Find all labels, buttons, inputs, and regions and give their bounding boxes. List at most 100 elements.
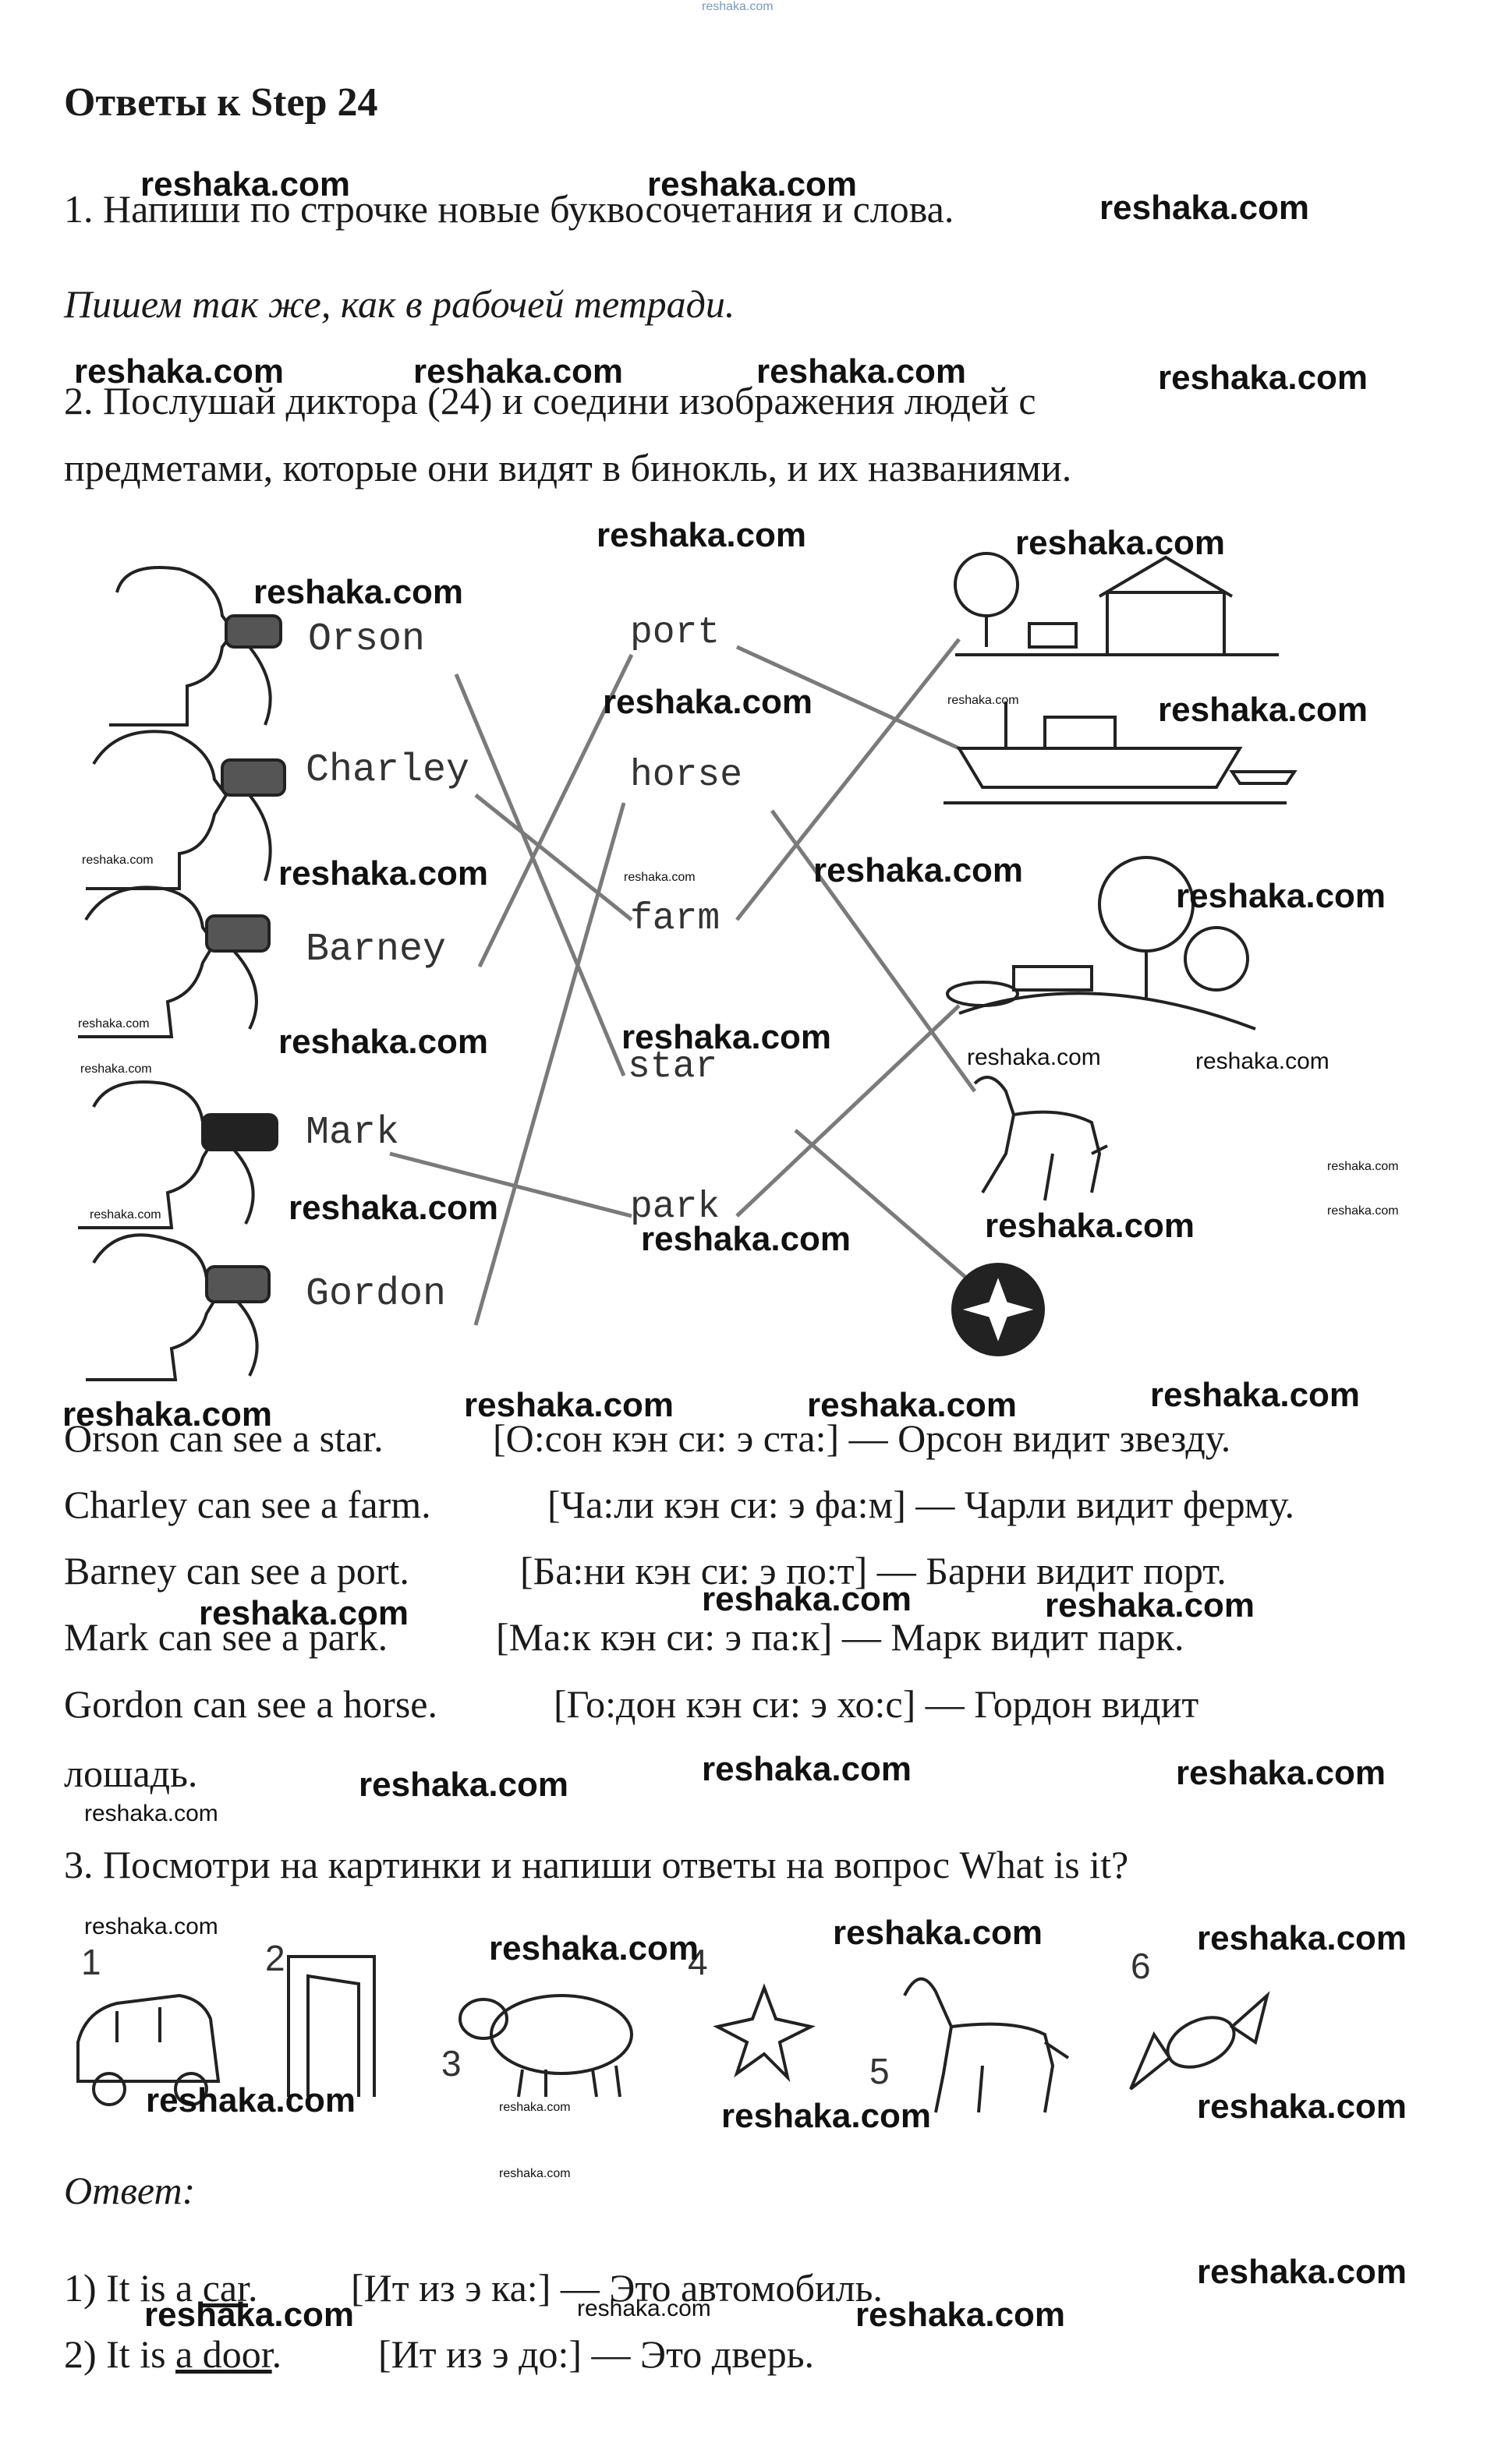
task3-text: 3. Посмотри на картинки и напиши ответы … bbox=[64, 1843, 1129, 1886]
line-star-starpic bbox=[794, 1129, 968, 1280]
answer-ru-5: [Го:дон кэн си: э хо:с] — Гордон видит bbox=[554, 1682, 1199, 1726]
watermark: reshaka.com bbox=[702, 1580, 912, 1618]
watermark: reshaka.com bbox=[647, 165, 858, 203]
name-orson: Orson bbox=[308, 617, 426, 662]
watermark: reshaka.com bbox=[278, 1023, 489, 1061]
watermark-small: reshaka.com bbox=[80, 1062, 152, 1076]
object-pictures bbox=[944, 552, 1298, 1356]
watermark: reshaka.com bbox=[756, 352, 967, 391]
name-barney: Barney bbox=[306, 928, 447, 972]
candy-icon bbox=[1129, 1991, 1270, 2091]
picture-number-4: 4 bbox=[688, 1942, 708, 1982]
task3-answer-1-ru: [Ит из э ка:] — Это автомобиль. bbox=[351, 2266, 883, 2310]
line-barney-port bbox=[477, 653, 634, 968]
watermark-small: reshaka.com bbox=[1195, 1048, 1329, 1074]
watermark-small: reshaka.com bbox=[78, 1017, 150, 1030]
picture-number-5: 5 bbox=[869, 2051, 890, 2091]
person-orson-picture bbox=[109, 566, 282, 726]
task3-pictures bbox=[76, 1955, 1270, 2113]
person-gordon-picture bbox=[86, 1233, 271, 1381]
word-port: port bbox=[630, 612, 720, 654]
watermark: reshaka.com bbox=[1197, 1919, 1407, 1957]
word-park: park bbox=[630, 1186, 720, 1228]
line-charley-farm bbox=[474, 794, 633, 921]
watermark: reshaka.com bbox=[464, 1386, 674, 1424]
ship-picture bbox=[944, 702, 1298, 804]
watermark-small: reshaka.com bbox=[84, 1801, 218, 1826]
watermark: reshaka.com bbox=[855, 2296, 1066, 2334]
horse-icon bbox=[903, 1977, 1070, 2113]
watermark: reshaka.com bbox=[1158, 691, 1368, 729]
watermark: reshaka.com bbox=[489, 1929, 699, 1967]
word-star: star bbox=[628, 1046, 718, 1088]
watermark: reshaka.com bbox=[146, 2081, 356, 2119]
line-orson-star bbox=[454, 673, 626, 1076]
answer-en-5: Gordon can see a horse. bbox=[64, 1682, 437, 1726]
watermark: reshaka.com bbox=[985, 1207, 1195, 1245]
answer-en-4: Mark can see a park. bbox=[64, 1615, 388, 1659]
people-pictures bbox=[78, 566, 286, 1381]
watermark-small: reshaka.com bbox=[82, 854, 154, 867]
name-gordon: Gordon bbox=[306, 1272, 447, 1317]
watermark-small: reshaka.com bbox=[1327, 1160, 1399, 1173]
star-picture bbox=[951, 1263, 1045, 1356]
watermark: reshaka.com bbox=[1015, 524, 1226, 562]
watermark: reshaka.com bbox=[253, 573, 464, 611]
door-icon bbox=[287, 1955, 376, 2097]
watermark: reshaka.com bbox=[1045, 1586, 1255, 1624]
sheep-icon bbox=[458, 1994, 633, 2098]
watermark: reshaka.com bbox=[641, 1220, 851, 1258]
task2-line1: 2. Послушай диктора (24) и соедини изобр… bbox=[64, 379, 1036, 422]
task3-answer-label: Ответ: bbox=[64, 2169, 196, 2212]
watermark: reshaka.com bbox=[1176, 1754, 1386, 1792]
watermark-small: reshaka.com bbox=[499, 2167, 571, 2180]
watermark: reshaka.com bbox=[278, 854, 489, 893]
task3-answer-2: 2) It is a door. bbox=[64, 2332, 282, 2376]
task3-answer-2-ru: [Ит из э до:] — Это дверь. bbox=[378, 2332, 815, 2376]
answer-last-line: лошадь. bbox=[64, 1752, 198, 1795]
farm-picture bbox=[954, 552, 1279, 656]
watermark: reshaka.com bbox=[1099, 189, 1310, 227]
task1-text: 1. Напиши по строчке новые буквосочетани… bbox=[64, 187, 954, 231]
watermark: reshaka.com bbox=[1150, 1376, 1361, 1414]
watermark: reshaka.com bbox=[199, 1594, 409, 1632]
answer-ru-2: [Ча:ли кэн си: э фа:м] — Чарли видит фер… bbox=[547, 1483, 1294, 1526]
task2-line2: предметами, которые они видят в бинокль,… bbox=[64, 446, 1072, 490]
line-port-ship bbox=[735, 645, 961, 751]
watermark-small: reshaka.com bbox=[1327, 1204, 1399, 1218]
page-title: Ответы к Step 24 bbox=[64, 80, 378, 125]
picture-number-2: 2 bbox=[265, 1938, 285, 1978]
star-icon bbox=[713, 1983, 816, 2083]
watermark: reshaka.com bbox=[833, 1914, 1043, 1952]
watermark: reshaka.com bbox=[1197, 2253, 1407, 2291]
line-farm-farmpic bbox=[735, 638, 961, 921]
answer-en-2: Charley can see a farm. bbox=[64, 1483, 431, 1526]
watermark: reshaka.com bbox=[702, 1750, 912, 1788]
watermark: reshaka.com bbox=[74, 352, 285, 391]
name-mark: Mark bbox=[306, 1111, 400, 1155]
answer-word-car: car bbox=[202, 2266, 249, 2310]
watermark: reshaka.com bbox=[359, 1766, 569, 1804]
watermark: reshaka.com bbox=[807, 1386, 1018, 1424]
watermark: reshaka.com bbox=[597, 516, 807, 554]
answer-en-3: Barney can see a port. bbox=[64, 1549, 409, 1593]
word-farm: farm bbox=[630, 898, 720, 940]
watermark: reshaka.com bbox=[1197, 2088, 1407, 2126]
watermark: reshaka.com bbox=[603, 683, 813, 721]
task3-answer-1: 1) It is a car. bbox=[64, 2266, 258, 2310]
watermark-small: reshaka.com bbox=[90, 1208, 161, 1221]
watermark: reshaka.com bbox=[140, 165, 351, 203]
watermark: reshaka.com bbox=[621, 1018, 832, 1056]
picture-number-3: 3 bbox=[441, 2043, 462, 2084]
watermark: reshaka.com bbox=[144, 2296, 355, 2334]
watermark: reshaka.com bbox=[413, 352, 624, 391]
line-horse-horsepic bbox=[770, 809, 977, 1093]
watermark-small: reshaka.com bbox=[499, 2101, 571, 2114]
line-mark-park bbox=[389, 1151, 632, 1218]
park-picture bbox=[946, 856, 1256, 1030]
watermark: reshaka.com bbox=[1158, 359, 1368, 397]
watermark: reshaka.com bbox=[62, 1395, 273, 1434]
person-barney-picture bbox=[78, 886, 271, 1038]
answer-en-1: Orson can see a star. bbox=[64, 1416, 384, 1460]
